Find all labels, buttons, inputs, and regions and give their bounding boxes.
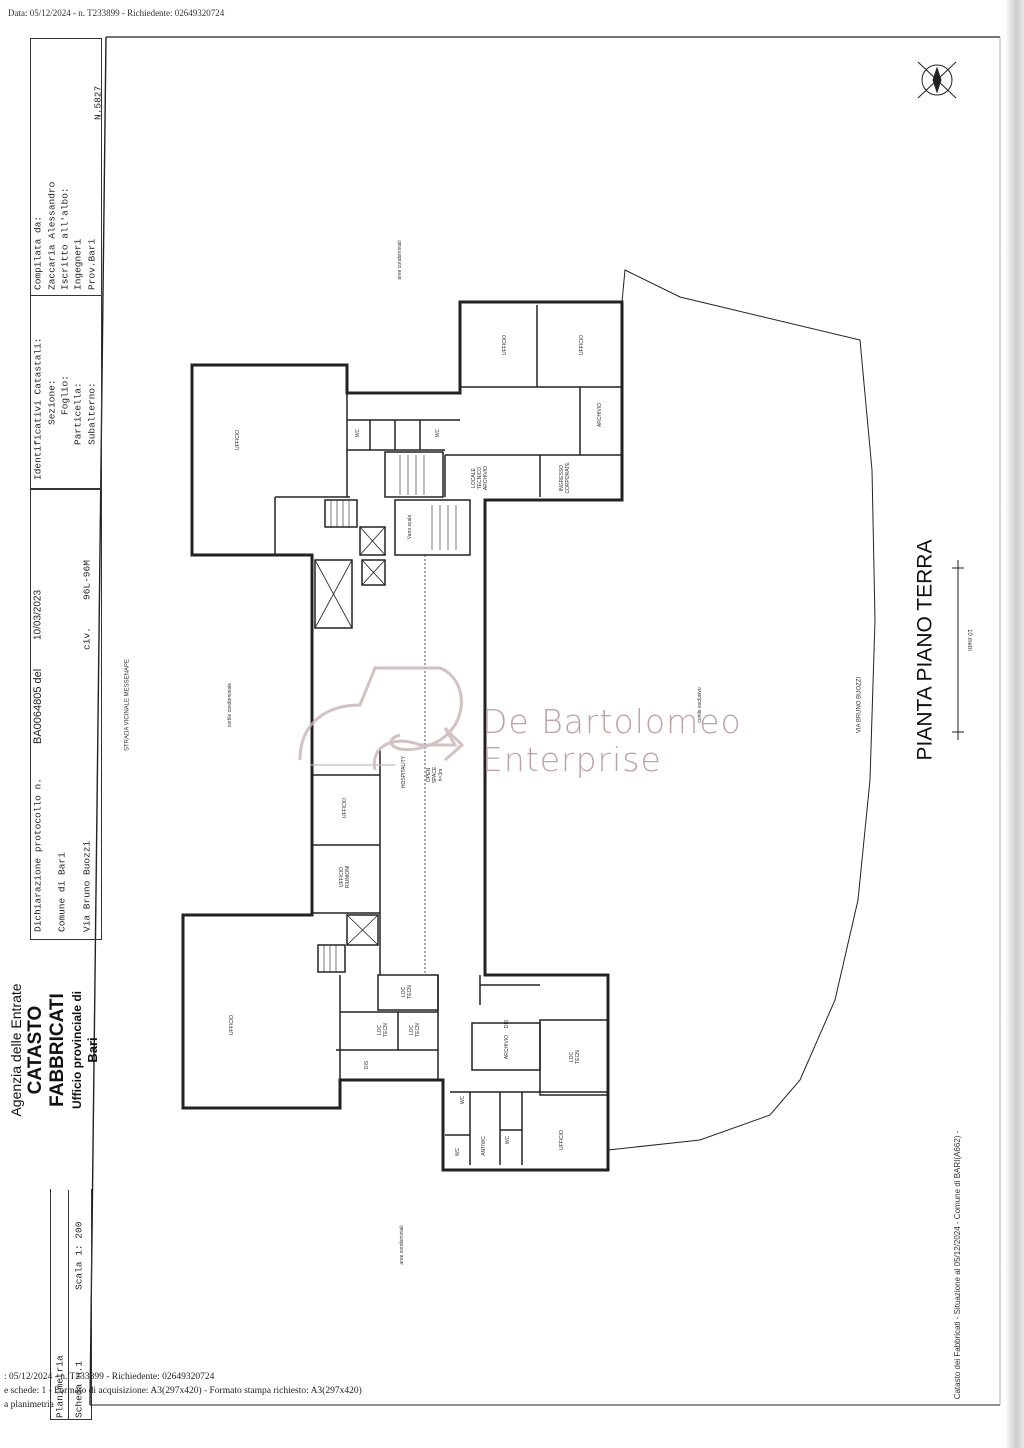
area-label: aree condominiali <box>399 1225 405 1265</box>
frame-left <box>89 36 107 1406</box>
room-label: LOC TECN <box>401 985 413 999</box>
room-label: LOCALE TECNICO ARCHIVIO <box>471 465 489 491</box>
scale-bar <box>952 560 964 740</box>
room-label: Vano scala <box>407 514 413 540</box>
room-label: UFFICIO <box>229 1015 235 1035</box>
subalterno-label: Subalterno: <box>86 382 98 445</box>
protocollo-number: BA0064805 del <box>32 668 44 744</box>
scala-label: Scala 1: 200 <box>73 1221 85 1290</box>
room-label: ANTIWC <box>481 1136 487 1156</box>
room-label: ARCHIVIO <box>504 1034 510 1060</box>
room-label: UFFICIO <box>579 335 585 355</box>
street-label: STRADA VICINALE MESSENAPE <box>124 658 131 752</box>
room-label: HOSPITALITY <box>401 755 407 789</box>
side-note: Catasto dei Fabbricati - Situazione al 0… <box>953 1130 963 1400</box>
north-arrow-icon <box>917 61 957 99</box>
room-label: WC <box>505 1135 511 1145</box>
footer-line2: e schede: 1 - Formato di acquisizione: A… <box>4 1386 362 1396</box>
room-label: UFFICIO RIUNIONI <box>339 865 351 889</box>
watermark-line1: De Bartolomeo <box>482 702 742 741</box>
civ-value: 96L-96M <box>81 560 93 600</box>
protocollo-date: 10/03/2023 <box>32 589 44 640</box>
particella-label: Particella: <box>72 382 84 445</box>
foglio-label: Foglio: <box>59 375 71 415</box>
room-label: UFFICIO <box>342 798 348 818</box>
footer-line3: a planimetria <box>4 1400 54 1410</box>
room-label: WC <box>435 428 441 438</box>
elevator-crosses <box>314 526 386 946</box>
room-label: LOC TECN <box>569 1050 581 1064</box>
ufficio-text: Ufficio provinciale di <box>70 990 84 1110</box>
scan-edge-shadow <box>1005 0 1024 1448</box>
iscritto-label: Iscritto all'albo: <box>59 187 71 290</box>
room-label: LOC TECN <box>377 1023 389 1037</box>
scale-bar-label: 10 metri <box>966 629 972 651</box>
civ-label: civ. <box>81 627 93 650</box>
via-value: Via Bruno Buozzi <box>81 840 93 932</box>
room-label: INGRESSO CORPORATE <box>559 462 571 494</box>
provincia-value: Prov.Bari <box>86 238 98 290</box>
room-label: WC <box>460 1095 466 1105</box>
room-label: OPEN SPACE h=3m <box>426 766 444 784</box>
room-label: WC <box>455 1147 461 1157</box>
citta-text: Bari <box>85 1037 100 1063</box>
stairs <box>323 455 457 972</box>
courtyard-boundary <box>607 269 876 1151</box>
room-label: DIS <box>504 1019 510 1029</box>
protocollo-label: Dichiarazione protocollo n. <box>32 778 44 932</box>
room-label: WC <box>355 428 361 438</box>
agenzia-text: Agenzia delle Entrate <box>8 983 24 1117</box>
albo-value: Ingegneri <box>72 238 84 290</box>
numero-iscrizione: N.5827 <box>92 85 104 120</box>
title-block: Identificativi Catastali: Sezione: Fogli… <box>8 10 105 1430</box>
area-label: aree condominiali <box>397 240 403 280</box>
room-label: UFFICIO <box>235 430 241 450</box>
room-label: UFFICIO <box>502 335 508 355</box>
interior-walls <box>274 305 622 1165</box>
street-label: VIA BRUNO BUOZZI <box>856 676 863 734</box>
watermark-logo-icon <box>298 666 465 771</box>
header-text: Data: 05/12/2024 - n. T233899 - Richiede… <box>8 8 225 18</box>
agency-header: Agenzia delle Entrate CATASTO FABBRICATI… <box>7 955 101 1145</box>
watermark-line2: Enterprise <box>482 740 662 779</box>
area-label: cortile condominiale <box>227 682 233 728</box>
footer-line1: : 05/12/2024 - n. T233899 - Richiedente:… <box>4 1372 215 1382</box>
plan-title: PIANTA PIANO TERRA <box>913 539 937 761</box>
room-label: ARCHIVIO <box>597 402 603 428</box>
comune-value: Comune di Bari <box>56 852 68 932</box>
building-outline <box>181 300 624 1172</box>
room-label: DIS <box>364 1060 370 1070</box>
compilata-label: Compilata da: <box>32 215 44 290</box>
room-label: UFFICIO <box>559 1130 565 1150</box>
room-label: LOC TECN <box>409 1023 421 1037</box>
compilatore-name: Zaccaria Alessandro <box>46 181 58 290</box>
sezione-label: Sezione: <box>46 379 58 425</box>
catasto-text: CATASTO FABBRICATI <box>25 993 68 1107</box>
identificativi-title: Identificativi Catastali: <box>32 337 44 480</box>
